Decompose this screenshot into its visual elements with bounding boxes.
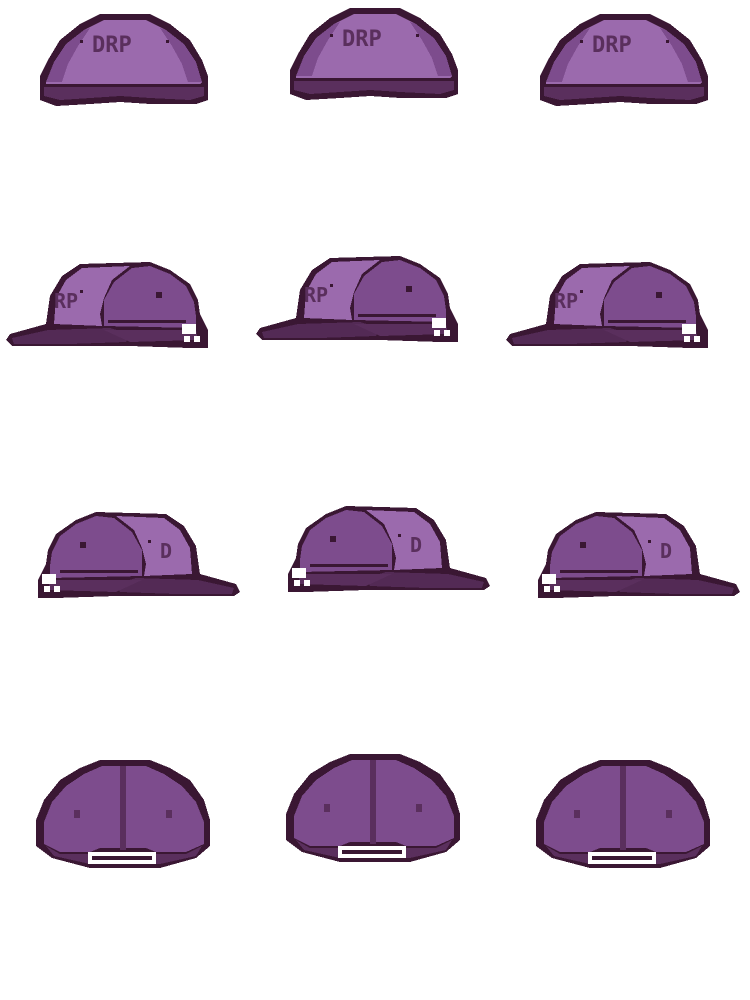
cap-back-frame-2 [250,744,500,994]
cap-logo-text: D [410,533,422,557]
cap-front-frame-1: DRP [0,0,250,250]
cap-side-right-sprite: D [538,512,740,598]
cap-logo-text: DRP [342,27,382,52]
cap-back-sprite [36,760,210,868]
cap-front-frame-3: DRP [500,0,750,250]
cap-front-frame-2: DRP [250,0,500,244]
cap-side-left-sprite: RP [506,262,708,348]
cap-side-right-sprite: D [38,512,240,598]
cap-right-frame-3: D [500,500,750,750]
cap-side-left-sprite: RP [256,256,458,342]
cap-side-right-sprite: D [288,506,490,592]
cap-back-frame-1 [0,750,250,1000]
cap-back-frame-3 [500,750,750,1000]
cap-right-frame-2: D [250,494,500,744]
cap-front-sprite: DRP [40,14,208,106]
cap-left-frame-1: RP [0,250,250,500]
cap-back-sprite [536,760,710,868]
cap-logo-text: RP [304,283,328,307]
cap-logo-text: RP [554,289,578,313]
cap-right-frame-1: D [0,500,250,750]
cap-logo-text: D [160,539,172,563]
cap-side-left-sprite: RP [6,262,208,348]
cap-front-sprite: DRP [290,8,458,100]
cap-front-sprite: DRP [540,14,708,106]
cap-left-frame-2: RP [250,244,500,494]
cap-logo-text: DRP [92,33,132,58]
cap-logo-text: DRP [592,33,632,58]
cap-left-frame-3: RP [500,250,750,500]
cap-logo-text: RP [54,289,78,313]
cap-logo-text: D [660,539,672,563]
cap-back-sprite [286,754,460,862]
